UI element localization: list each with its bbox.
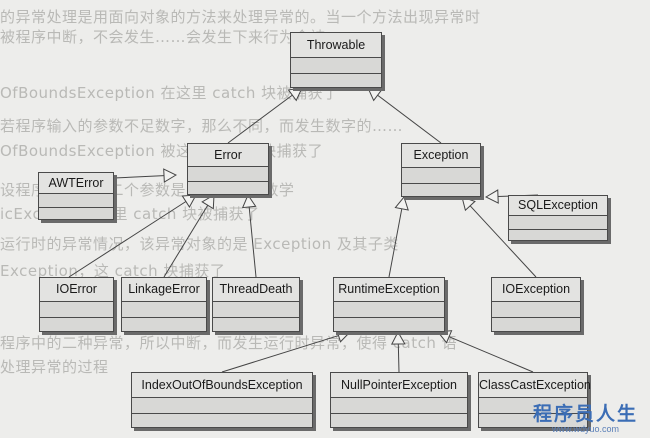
inheritance-arrowhead-sqlexception [484, 189, 499, 204]
class-name: ThreadDeath [213, 278, 299, 302]
inheritance-line-ioexception [469, 205, 537, 278]
class-box-awterror: AWTError [38, 172, 114, 220]
class-box-linkageerror: LinkageError [121, 277, 207, 332]
class-box-runtimeexception: RuntimeException [333, 277, 445, 332]
background-text-line: 的异常处理是用面向对象的方法来处理异常的。当一个方法出现异常时 [0, 8, 481, 26]
inheritance-arrowhead-nullpointer [390, 330, 406, 345]
class-name: NullPointerException [331, 373, 467, 398]
inheritance-line-linkageerror [163, 204, 209, 278]
class-box-exception: Exception [401, 143, 481, 197]
class-compartment-divider [479, 413, 587, 414]
class-name: Throwable [291, 33, 381, 58]
class-compartment-divider [132, 413, 312, 414]
inheritance-arrowhead-classcast [437, 330, 453, 344]
class-name: LinkageError [122, 278, 206, 302]
class-box-sqlexception: SQLException [508, 195, 608, 241]
class-name: RuntimeException [334, 278, 444, 302]
class-compartment-divider [492, 317, 580, 318]
inheritance-arrowhead-ioerror [181, 194, 197, 208]
class-compartment-divider [334, 317, 444, 318]
background-text-line: 被程序中断，不会发生……会发生下来行为会被…… [0, 28, 357, 46]
inheritance-line-error [227, 94, 293, 144]
class-compartment-divider [509, 229, 607, 230]
class-box-indexoutofbounds: IndexOutOfBoundsException [131, 372, 313, 428]
background-text-line: 处理异常的过程 [0, 358, 109, 376]
class-box-ioexception: IOException [491, 277, 581, 332]
class-name: Exception [402, 144, 480, 168]
inheritance-line-nullpointer [397, 343, 400, 373]
inheritance-line-exception [377, 94, 442, 144]
background-text-line: Exception，这 catch 块捕获了 [0, 262, 226, 280]
inheritance-line-runtimeexception [388, 208, 403, 278]
class-name: SQLException [509, 196, 607, 216]
class-compartment-divider [188, 181, 268, 182]
class-box-ioerror: IOError [39, 277, 114, 332]
class-compartment-divider [331, 413, 467, 414]
watermark: 程序员人生 www.wdyuo.com [533, 399, 638, 434]
background-text-line: 若程序输入的参数不足数字，那么不同，而发生数字的…… [0, 117, 404, 135]
inheritance-arrowhead-ioexception [461, 196, 476, 212]
class-name: IOError [40, 278, 113, 302]
inheritance-arrowhead-threaddeath [241, 193, 257, 209]
class-name: IndexOutOfBoundsException [132, 373, 312, 398]
class-compartment-divider [213, 317, 299, 318]
class-name: ClassCastException [479, 373, 591, 398]
inheritance-arrowhead-exception [367, 87, 383, 102]
inheritance-line-ioerror [68, 201, 187, 278]
inheritance-line-threaddeath [248, 206, 257, 278]
class-compartment-divider [291, 73, 381, 74]
background-text-line: 运行时的异常情况，该异常对象的是 Exception 及其子类 [0, 235, 399, 253]
background-text-line: OfBoundsException 在这里 catch 块被捕获了 [0, 84, 339, 102]
class-box-nullpointer: NullPointerException [330, 372, 468, 428]
inheritance-arrowhead-awterror [163, 168, 178, 183]
class-compartment-divider [122, 317, 206, 318]
inheritance-arrowhead-error [287, 87, 303, 102]
class-name: IOException [492, 278, 580, 302]
class-box-classcast: ClassCastException [478, 372, 591, 428]
class-box-threaddeath: ThreadDeath [212, 277, 300, 332]
watermark-url: www.wdyuo.com [551, 424, 619, 434]
class-name: AWTError [39, 173, 113, 194]
watermark-title: 程序员人生 [532, 403, 638, 425]
inheritance-line-awterror [113, 175, 165, 179]
class-name: Error [188, 144, 268, 167]
class-box-error: Error [187, 143, 269, 195]
class-compartment-divider [402, 183, 480, 184]
inheritance-line-indexoutofbounds [221, 335, 339, 373]
inheritance-arrowhead-runtimeexception [394, 195, 409, 211]
inheritance-arrowhead-linkageerror [201, 194, 215, 210]
class-compartment-divider [39, 207, 113, 208]
class-compartment-divider [40, 317, 113, 318]
inheritance-line-classcast [448, 336, 534, 373]
class-box-throwable: Throwable [290, 32, 382, 88]
